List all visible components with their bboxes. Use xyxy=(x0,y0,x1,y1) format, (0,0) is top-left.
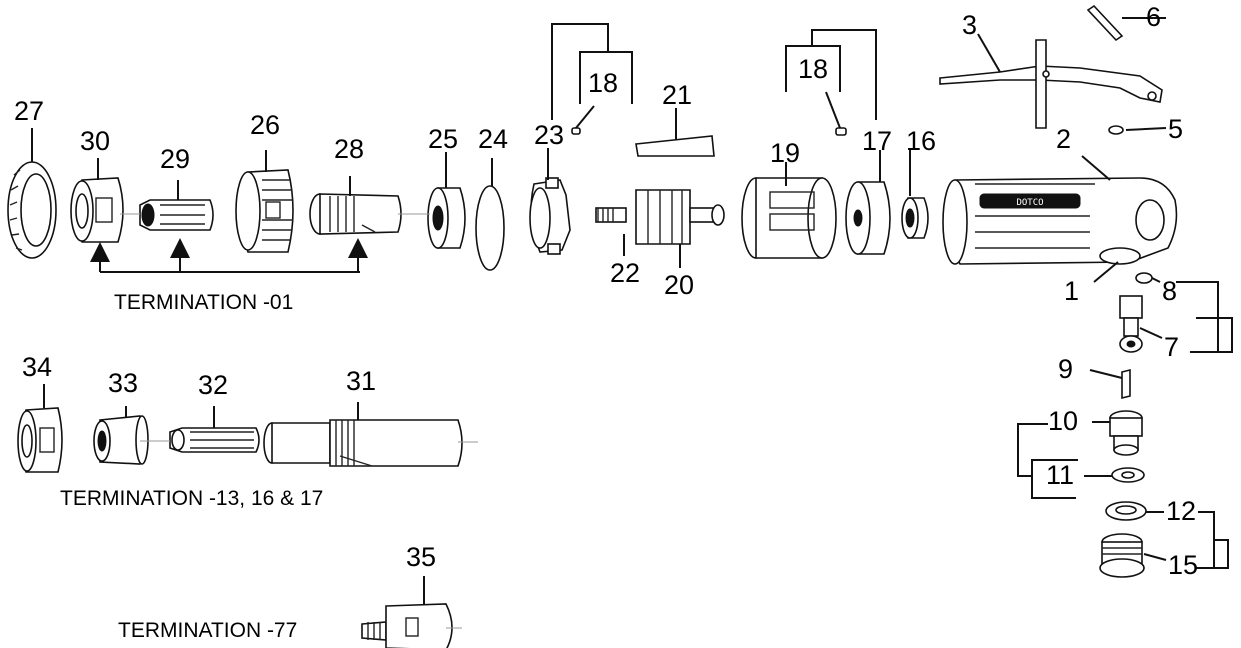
part-20-rotor xyxy=(595,189,725,245)
part-31-extension-spindle xyxy=(263,419,463,467)
callout-33: 33 xyxy=(108,368,139,398)
part-18-pin-right xyxy=(835,127,847,136)
part-27-knurled-ring xyxy=(7,161,57,259)
termination-13-16-17-label: TERMINATION -13, 16 & 17 xyxy=(60,487,324,510)
leader-lines xyxy=(31,17,1167,604)
callout-30: 30 xyxy=(80,126,111,156)
part-16-bearing xyxy=(901,197,929,239)
part-5-screw xyxy=(1108,125,1124,135)
callout-19: 19 xyxy=(770,138,801,168)
callout-21: 21 xyxy=(662,80,693,110)
part-30-nut xyxy=(70,177,124,243)
part-3-throttle-lever xyxy=(939,39,1163,129)
part-6-pin xyxy=(1086,4,1124,42)
part-10-regulator xyxy=(1109,410,1143,456)
part-8-o-ring xyxy=(1135,272,1153,284)
part-21-blade xyxy=(635,135,715,157)
callout-29: 29 xyxy=(160,144,191,174)
part-24-o-ring xyxy=(475,185,505,271)
callout-22: 22 xyxy=(610,258,641,288)
part-25-bearing xyxy=(427,187,466,249)
termination-01-arrows xyxy=(90,238,368,273)
part-23-end-plate xyxy=(529,177,571,255)
part-7-valve-stem xyxy=(1119,295,1143,353)
callout-6: 6 xyxy=(1146,2,1162,32)
callout-3: 3 xyxy=(962,10,978,40)
part-33-collet-sleeve xyxy=(93,415,149,465)
assembly-axis xyxy=(120,213,478,629)
part-34-nut xyxy=(17,407,63,473)
callout-24: 24 xyxy=(478,124,509,154)
part-9-spring xyxy=(1121,368,1131,400)
part-28-spindle xyxy=(309,193,402,235)
bracket-lines xyxy=(551,23,1233,569)
callout-17: 17 xyxy=(862,126,893,156)
callout-20: 20 xyxy=(664,270,695,300)
callout-9: 9 xyxy=(1058,354,1074,384)
part-29-collet xyxy=(139,199,214,231)
part-15-inlet-bushing xyxy=(1099,533,1145,578)
part-11-washer xyxy=(1111,467,1145,483)
callout-2: 2 xyxy=(1056,124,1072,154)
callout-18-right: 18 xyxy=(798,54,829,84)
callout-11: 11 xyxy=(1046,460,1075,490)
housing-logo: DOTCO xyxy=(1016,198,1043,208)
callout-16: 16 xyxy=(906,126,937,156)
callout-1: 1 xyxy=(1064,276,1080,306)
part-32-collet xyxy=(169,427,260,453)
callout-32: 32 xyxy=(198,370,229,400)
callout-35: 35 xyxy=(406,542,437,572)
termination-77-label: TERMINATION -77 xyxy=(118,619,298,642)
callout-8: 8 xyxy=(1162,276,1178,306)
callout-28: 28 xyxy=(334,134,365,164)
part-19-cylinder xyxy=(741,177,837,259)
callout-26: 26 xyxy=(250,110,281,140)
part-2-motor-housing xyxy=(942,177,1178,265)
callout-23: 23 xyxy=(534,120,565,150)
part-35-adapter xyxy=(361,603,453,648)
callout-10: 10 xyxy=(1048,406,1079,436)
part-17-end-plate xyxy=(845,181,891,255)
callout-25: 25 xyxy=(428,124,459,154)
termination-01-label: TERMINATION -01 xyxy=(114,291,294,314)
part-12-seal-ring xyxy=(1105,501,1147,521)
callout-31: 31 xyxy=(346,366,377,396)
callout-7: 7 xyxy=(1164,332,1180,362)
callout-5: 5 xyxy=(1168,114,1184,144)
callout-34: 34 xyxy=(22,352,53,382)
callout-27: 27 xyxy=(14,96,45,126)
callout-15: 15 xyxy=(1168,550,1199,580)
part-18-pin-left xyxy=(571,127,581,135)
part-26-threaded-cap xyxy=(235,169,294,253)
callout-12: 12 xyxy=(1166,496,1197,526)
callout-18-left: 18 xyxy=(588,68,619,98)
